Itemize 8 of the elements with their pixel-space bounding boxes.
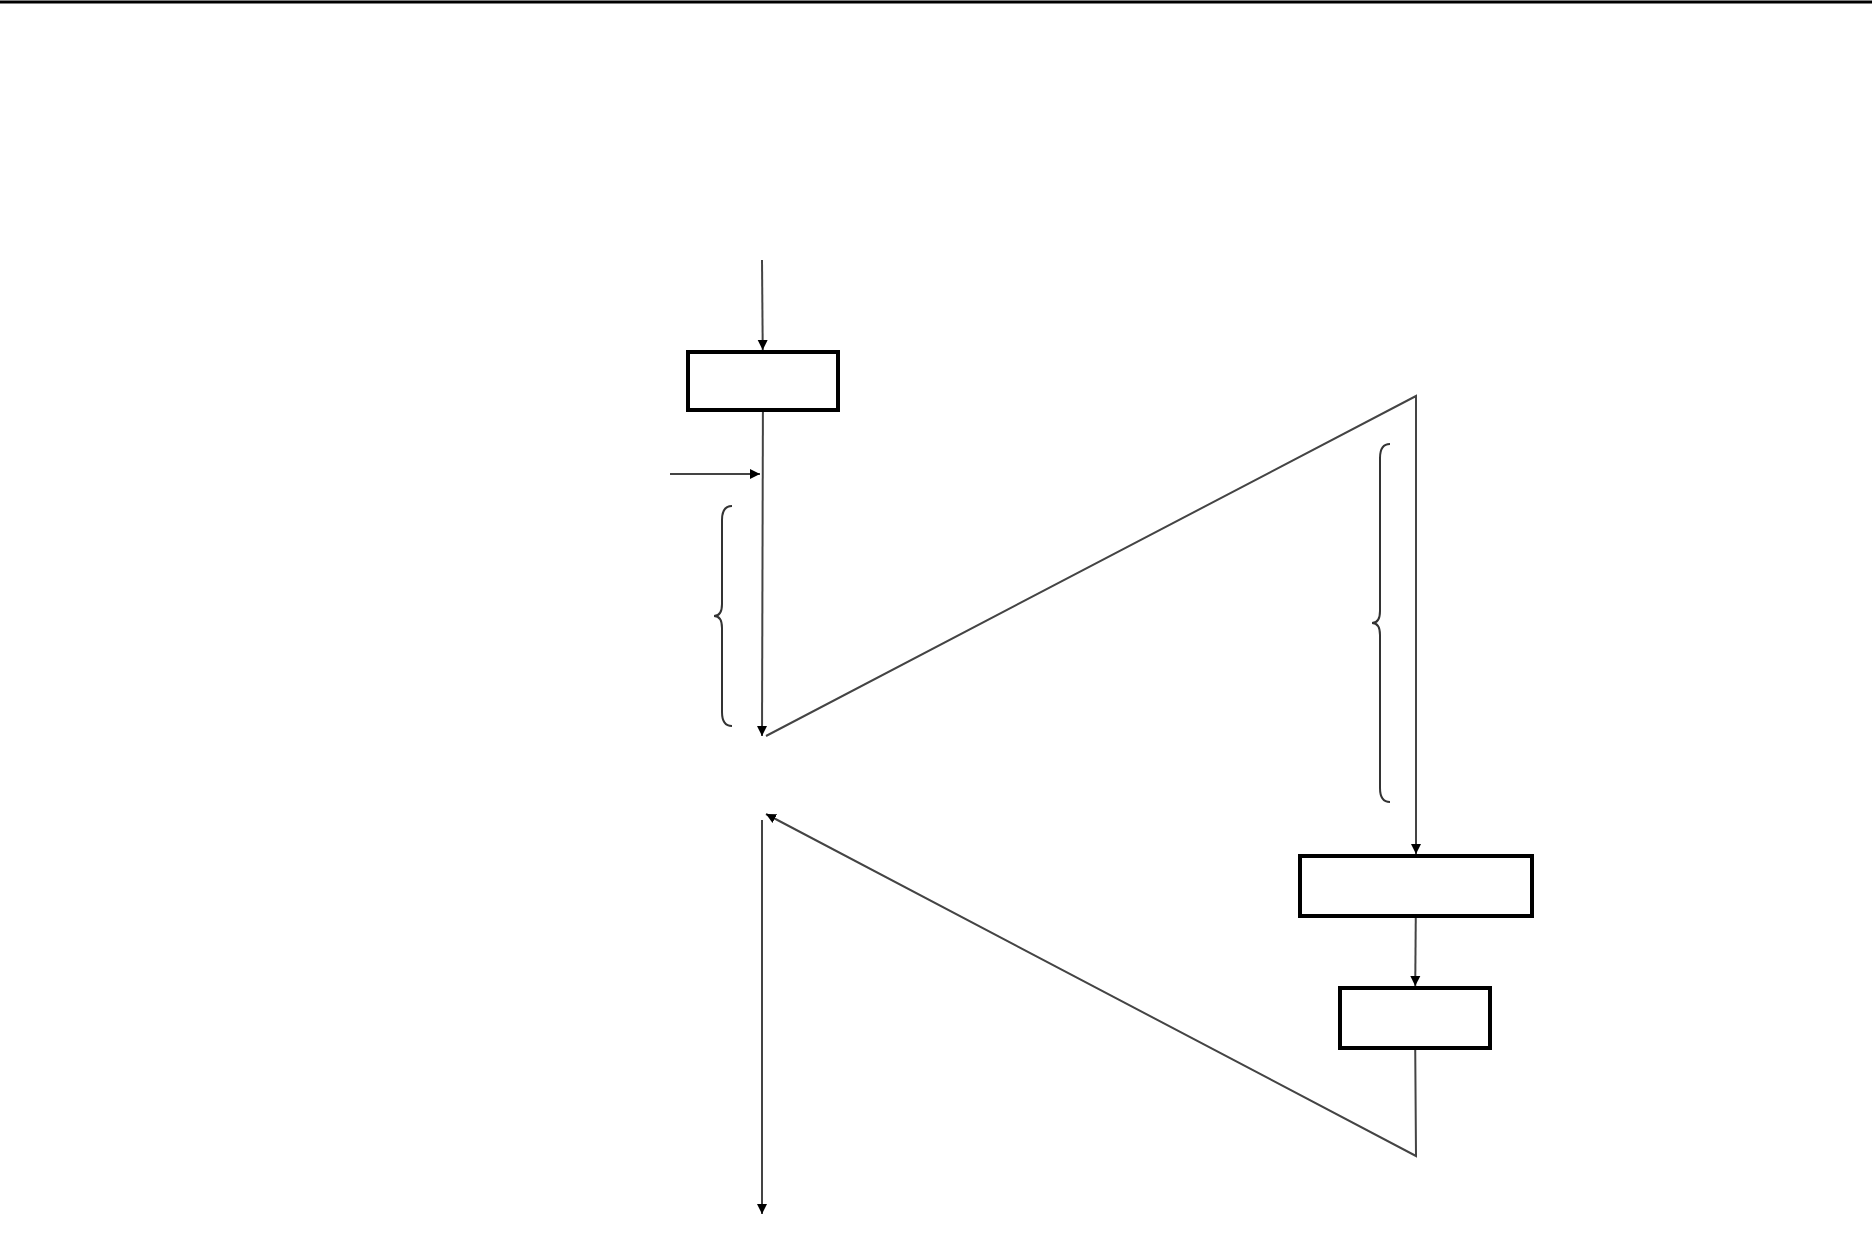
process-box [686, 350, 840, 412]
arrow [765, 394, 1421, 855]
arrow [757, 259, 768, 351]
process-box [1298, 854, 1534, 918]
arrow [757, 411, 768, 737]
arrow [765, 813, 1417, 1158]
process-box [1338, 986, 1492, 1050]
arrow [1410, 917, 1421, 987]
